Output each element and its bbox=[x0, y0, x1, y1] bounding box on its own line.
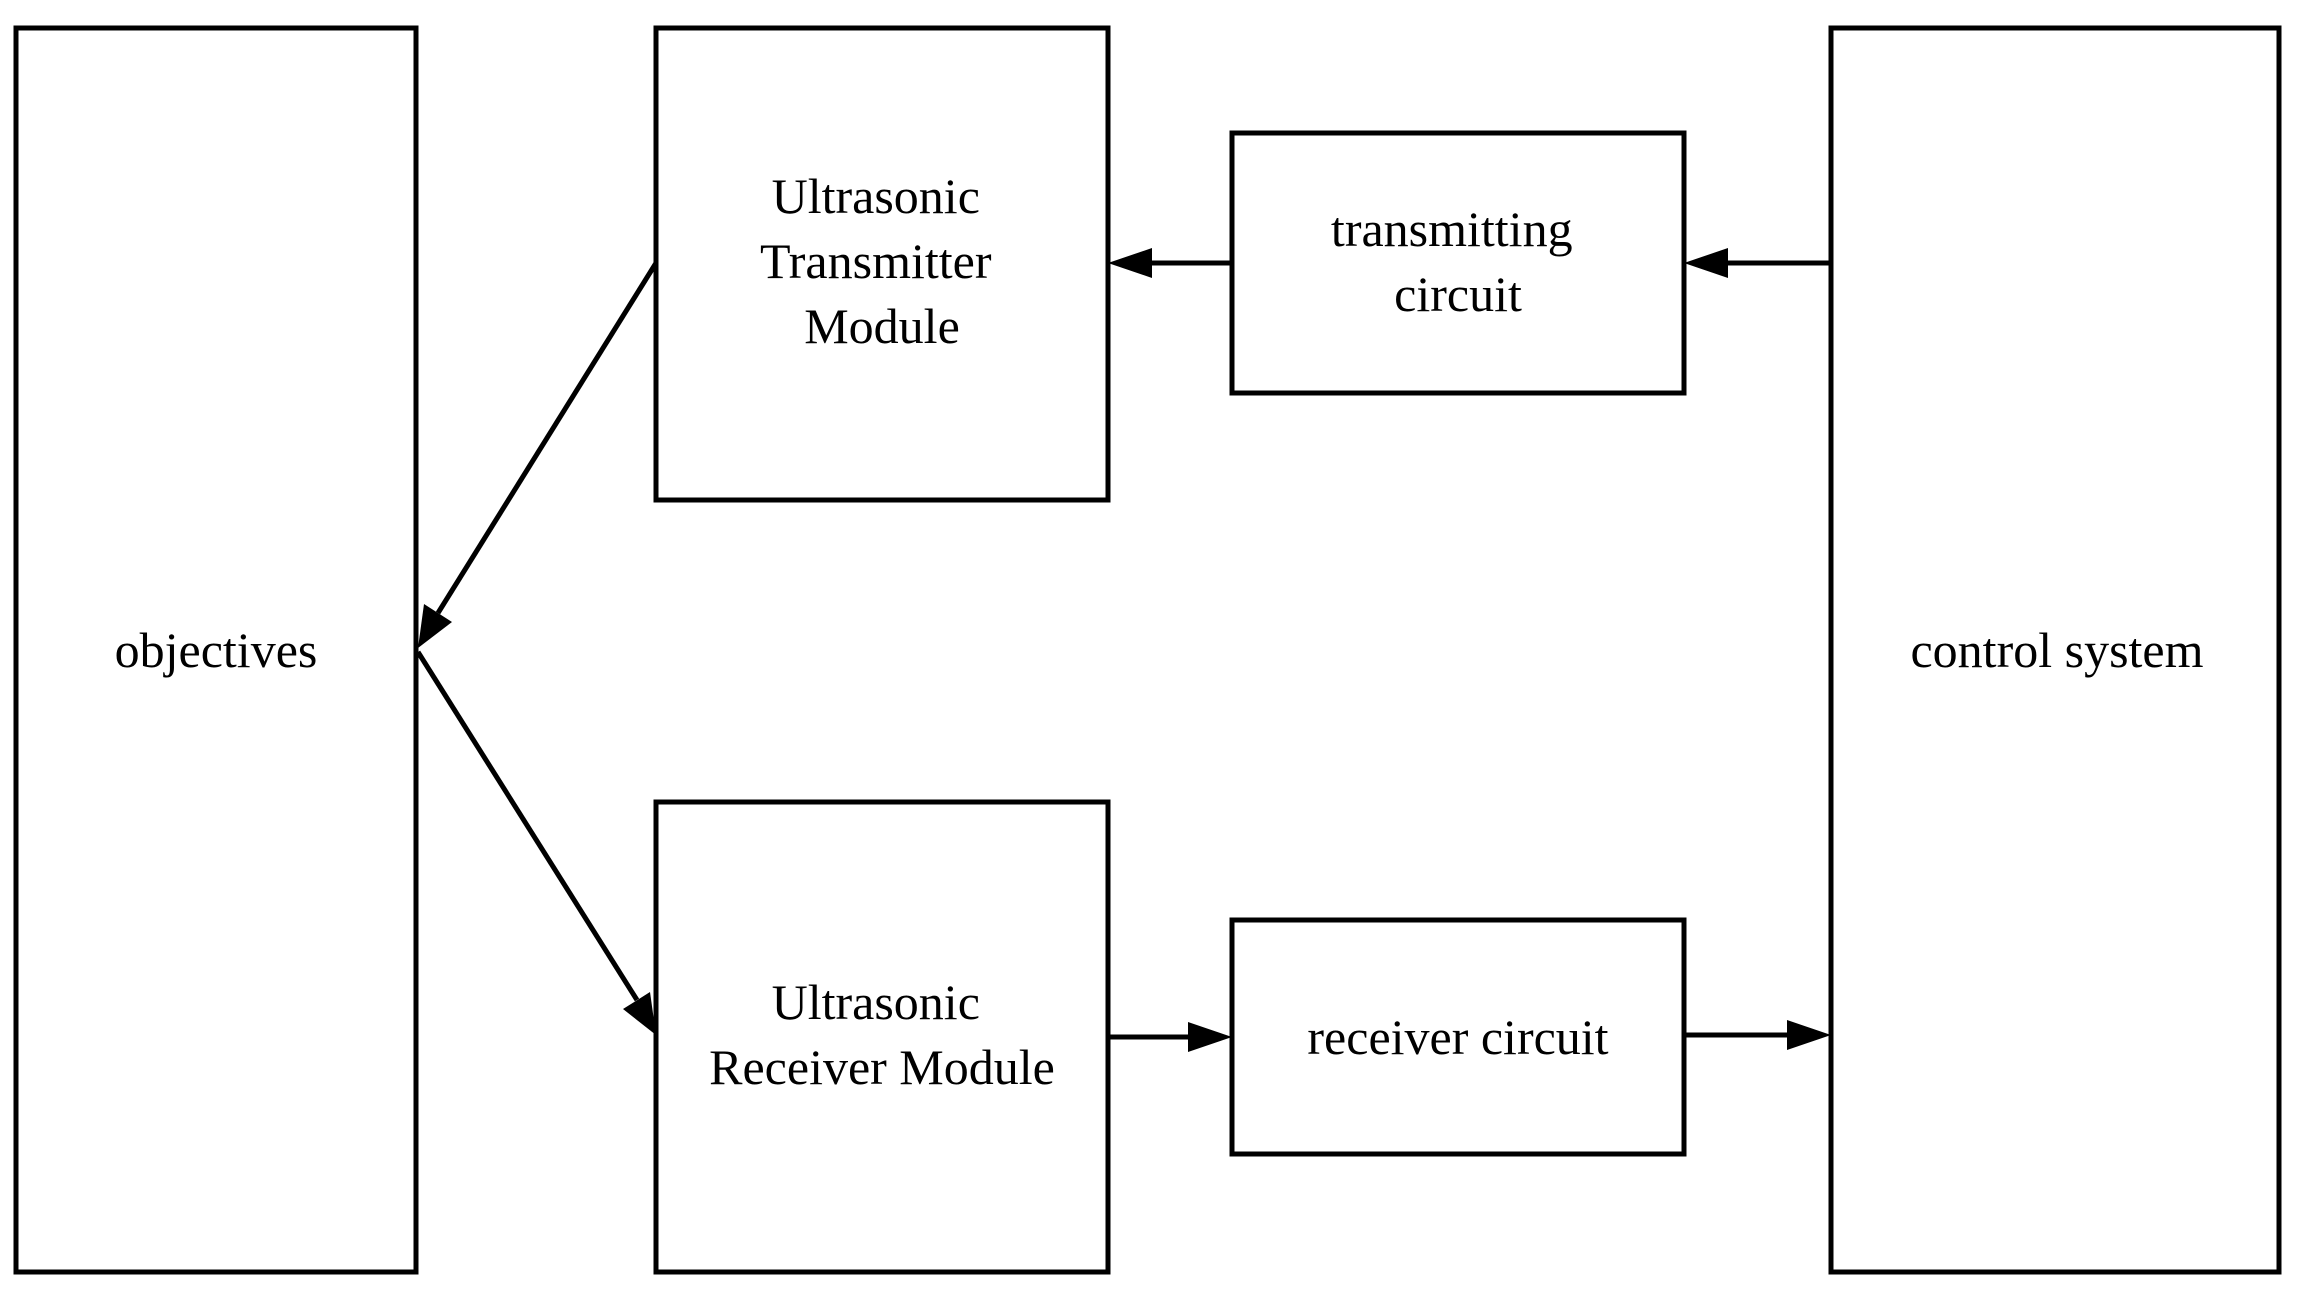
node-receiver-module: Ultrasonic Receiver Module bbox=[653, 799, 1111, 1275]
edge-control-to-transmitting bbox=[1684, 248, 1831, 278]
receiver-module-label: Ultrasonic Receiver Module bbox=[709, 974, 1055, 1095]
transmitter-module-label: Ultrasonic Transmitter Module bbox=[760, 168, 1004, 354]
transmitter-module-box bbox=[653, 25, 1111, 503]
node-objectives: objectives bbox=[13, 25, 419, 1275]
arrowhead-icon bbox=[1787, 1020, 1831, 1050]
transmitting-circuit-label: transmitting circuit bbox=[1331, 201, 1585, 322]
objectives-box bbox=[13, 25, 419, 1275]
transmitting-circuit-box bbox=[1229, 130, 1687, 396]
edge-receiver-circuit-to-control bbox=[1684, 1020, 1831, 1050]
arrowhead-icon bbox=[623, 992, 656, 1035]
edge-objectives-to-receiver-module bbox=[415, 650, 656, 1035]
edge-receiver-module-to-circuit bbox=[1108, 1022, 1232, 1052]
edge-transmitter-to-objectives bbox=[418, 261, 659, 648]
node-control-system: control system bbox=[1828, 25, 2282, 1275]
receiver-circuit-label: receiver circuit bbox=[1307, 1009, 1608, 1065]
node-transmitter-module: Ultrasonic Transmitter Module bbox=[653, 25, 1111, 503]
edge-transmitting-to-transmitter bbox=[1108, 248, 1232, 278]
arrowhead-icon bbox=[418, 604, 452, 648]
arrowhead-icon bbox=[1684, 248, 1728, 278]
receiver-module-box bbox=[653, 799, 1111, 1275]
arrowhead-icon bbox=[1188, 1022, 1232, 1052]
receiver-circuit-box bbox=[1229, 917, 1687, 1157]
node-receiver-circuit: receiver circuit bbox=[1229, 917, 1687, 1157]
control-system-box bbox=[1828, 25, 2282, 1275]
arrowhead-icon bbox=[1108, 248, 1152, 278]
node-transmitting-circuit: transmitting circuit bbox=[1229, 130, 1687, 396]
objectives-label: objectives bbox=[115, 622, 318, 678]
control-system-label: control system bbox=[1910, 622, 2203, 678]
